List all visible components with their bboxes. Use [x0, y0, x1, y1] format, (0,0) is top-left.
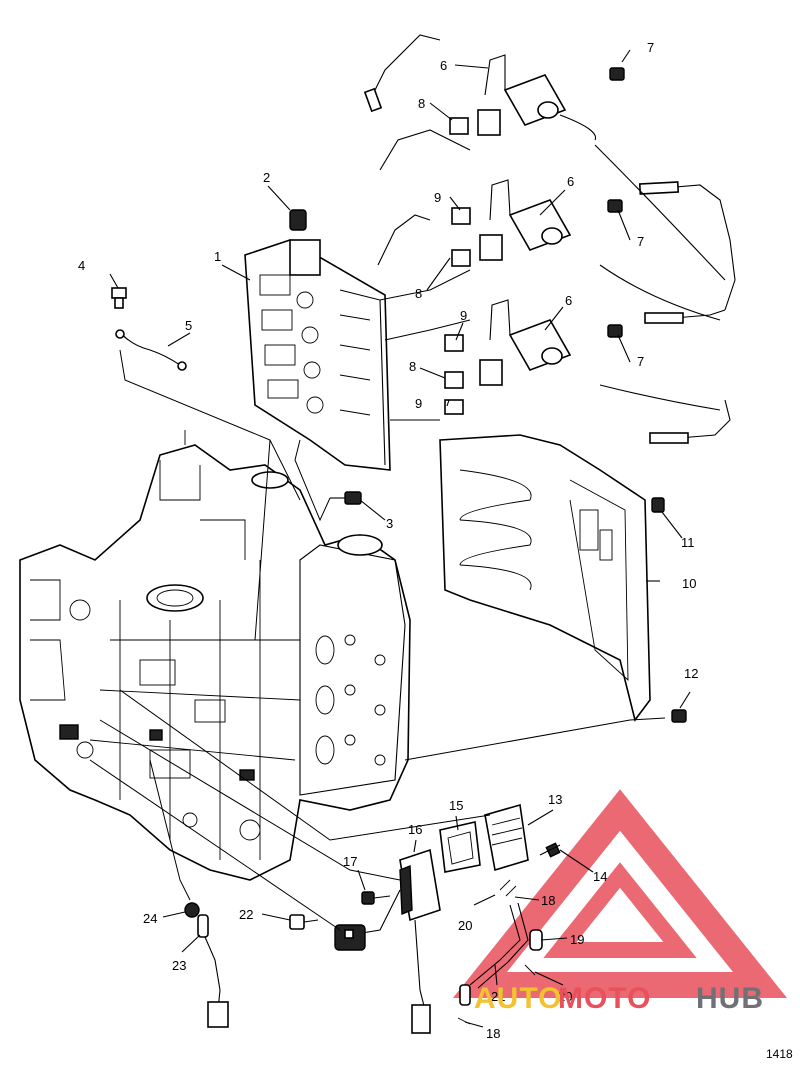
temperature-sensor-part [197, 914, 229, 1028]
grommet-part [289, 209, 307, 231]
callout-2: 2 [263, 170, 270, 185]
callout-21: 21 [491, 989, 505, 1004]
screw-part-3 [330, 491, 362, 505]
sensor-part-24 [184, 902, 200, 918]
voltage-regulator-part [484, 803, 561, 872]
gasket-plate-part [439, 821, 481, 873]
ignition-cover-part [439, 434, 687, 723]
watermark-hub: HUB [696, 982, 764, 1015]
callout-5: 5 [185, 318, 192, 333]
callout-7a: 7 [647, 40, 654, 55]
screw-part-22 [289, 914, 319, 930]
callout-3: 3 [386, 516, 393, 531]
assembly-leader-lines [89, 269, 666, 931]
screw-part-17 [361, 891, 391, 905]
callout-24: 24 [143, 911, 157, 926]
callout-19: 19 [570, 932, 584, 947]
screw-part-4 [111, 287, 127, 309]
callout-18b: 18 [486, 1026, 500, 1041]
callout-7b: 7 [637, 234, 644, 249]
callout-18a: 18 [541, 893, 555, 908]
callout-leaders [109, 49, 691, 1028]
callout-13: 13 [548, 792, 562, 807]
watermark-logo [452, 789, 788, 998]
hose-part [457, 879, 543, 1025]
control-module-part [334, 848, 441, 1034]
ground-wire-part [115, 329, 187, 371]
spark-plug-leads [594, 144, 736, 444]
callout-17: 17 [343, 854, 357, 869]
callout-10: 10 [682, 576, 696, 591]
ignition-coil-top [363, 34, 625, 141]
callout-23: 23 [172, 958, 186, 973]
ignition-coil-bottom [444, 299, 623, 415]
watermark-text: AUTO MOTO HUB [474, 982, 764, 1015]
engine-block [19, 430, 411, 881]
watermark-moto: MOTO [558, 982, 651, 1015]
callout-4: 4 [78, 258, 85, 273]
figure-number: 1418 [766, 1047, 793, 1061]
ignition-plate-part [244, 239, 391, 471]
callout-7c: 7 [637, 354, 644, 369]
callout-8c: 8 [409, 359, 416, 374]
callout-20b: 20 [558, 989, 572, 1004]
callout-12: 12 [684, 666, 698, 681]
callout-22: 22 [239, 907, 253, 922]
callout-8a: 8 [418, 96, 425, 111]
callout-6c: 6 [565, 293, 572, 308]
callout-8b: 8 [415, 286, 422, 301]
callout-1: 1 [214, 249, 221, 264]
callout-labels: 1 2 3 4 5 6 6 6 7 7 7 8 8 8 9 9 9 10 11 … [78, 40, 698, 1041]
callout-14: 14 [593, 869, 607, 884]
callout-9a: 9 [434, 190, 441, 205]
callout-15: 15 [449, 798, 463, 813]
watermark-auto: AUTO [474, 982, 562, 1015]
ignition-coil-middle [377, 129, 623, 267]
callout-11: 11 [681, 535, 695, 550]
callout-20a: 20 [458, 918, 472, 933]
callout-16: 16 [408, 822, 422, 837]
callout-6a: 6 [440, 58, 447, 73]
callout-9b: 9 [460, 308, 467, 323]
callout-6b: 6 [567, 174, 574, 189]
callout-9c: 9 [415, 396, 422, 411]
